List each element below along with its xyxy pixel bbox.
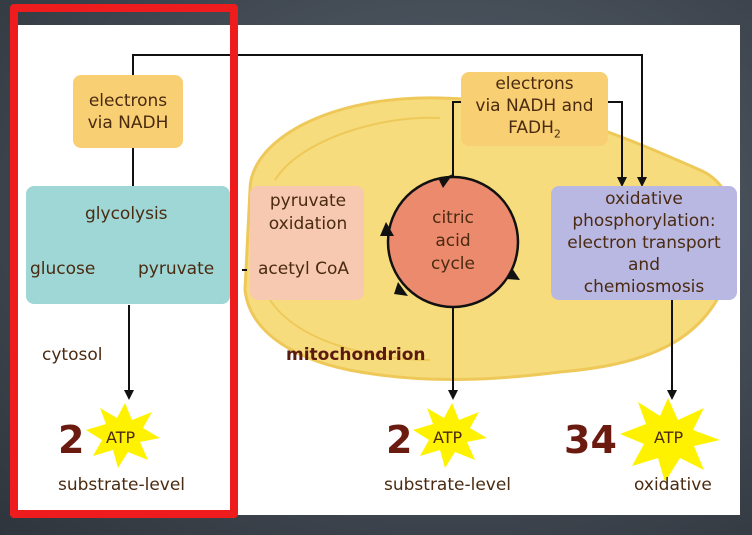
citric-cycle-label: citric acid cycle [431,208,475,274]
electrons-line3: FADH2 [508,117,561,141]
cycle-arrowhead [380,222,394,236]
atp-label-citric: ATP [433,428,463,447]
pyruvate-oxidation-box [250,186,364,300]
electron-to-oxphos-arrow [608,101,627,187]
atp-star [620,398,720,482]
atp-type-glycolysis: substrate-level [58,475,186,495]
atp-count-oxidative: 34 [564,418,617,462]
electrons-line1: electrons [495,73,574,94]
cristae-line [269,299,431,361]
atp-type-oxidative: oxidative [634,475,712,495]
atp-star [86,403,160,468]
atp-label-glycolysis: ATP [106,428,136,447]
electron-route-arrow [132,54,647,187]
cycle-arrowhead [439,174,453,188]
cycle-arrowhead [394,282,408,296]
glucose-label: glucose [30,259,96,279]
glycolysis-label: glycolysis [85,204,168,224]
atp-count-citric: 2 [386,418,413,462]
glycolysis-box [26,186,230,304]
electrons-line2: via NADH and [475,95,594,116]
cycle-electron-arrow [452,101,461,180]
pyruvate-label: pyruvate [138,259,215,279]
electrons-nadh-box: electrons via NADH [73,75,183,148]
cytosol-label: cytosol [42,345,103,365]
atp-star [413,403,487,468]
atp-count-glycolysis: 2 [58,418,85,462]
atp-label-oxidative: ATP [654,428,684,447]
pyruvate-oxidation-label: pyruvate oxidation [268,191,348,234]
acetyl-coa-label: acetyl CoA [258,259,349,279]
cycle-arrowhead [506,268,520,280]
mitochondrion-label: mitochondrion [286,345,426,365]
highlight-frame [10,4,238,518]
citric-cycle-circle [386,175,520,309]
electrons-nadh-fadh2-box: electrons via NADH and FADH2 [461,72,608,146]
cristae-line [274,116,441,181]
atp-type-citric: substrate-level [384,475,512,495]
oxidative-phosphorylation-box: oxidative phosphorylation: electron tran… [551,186,737,300]
